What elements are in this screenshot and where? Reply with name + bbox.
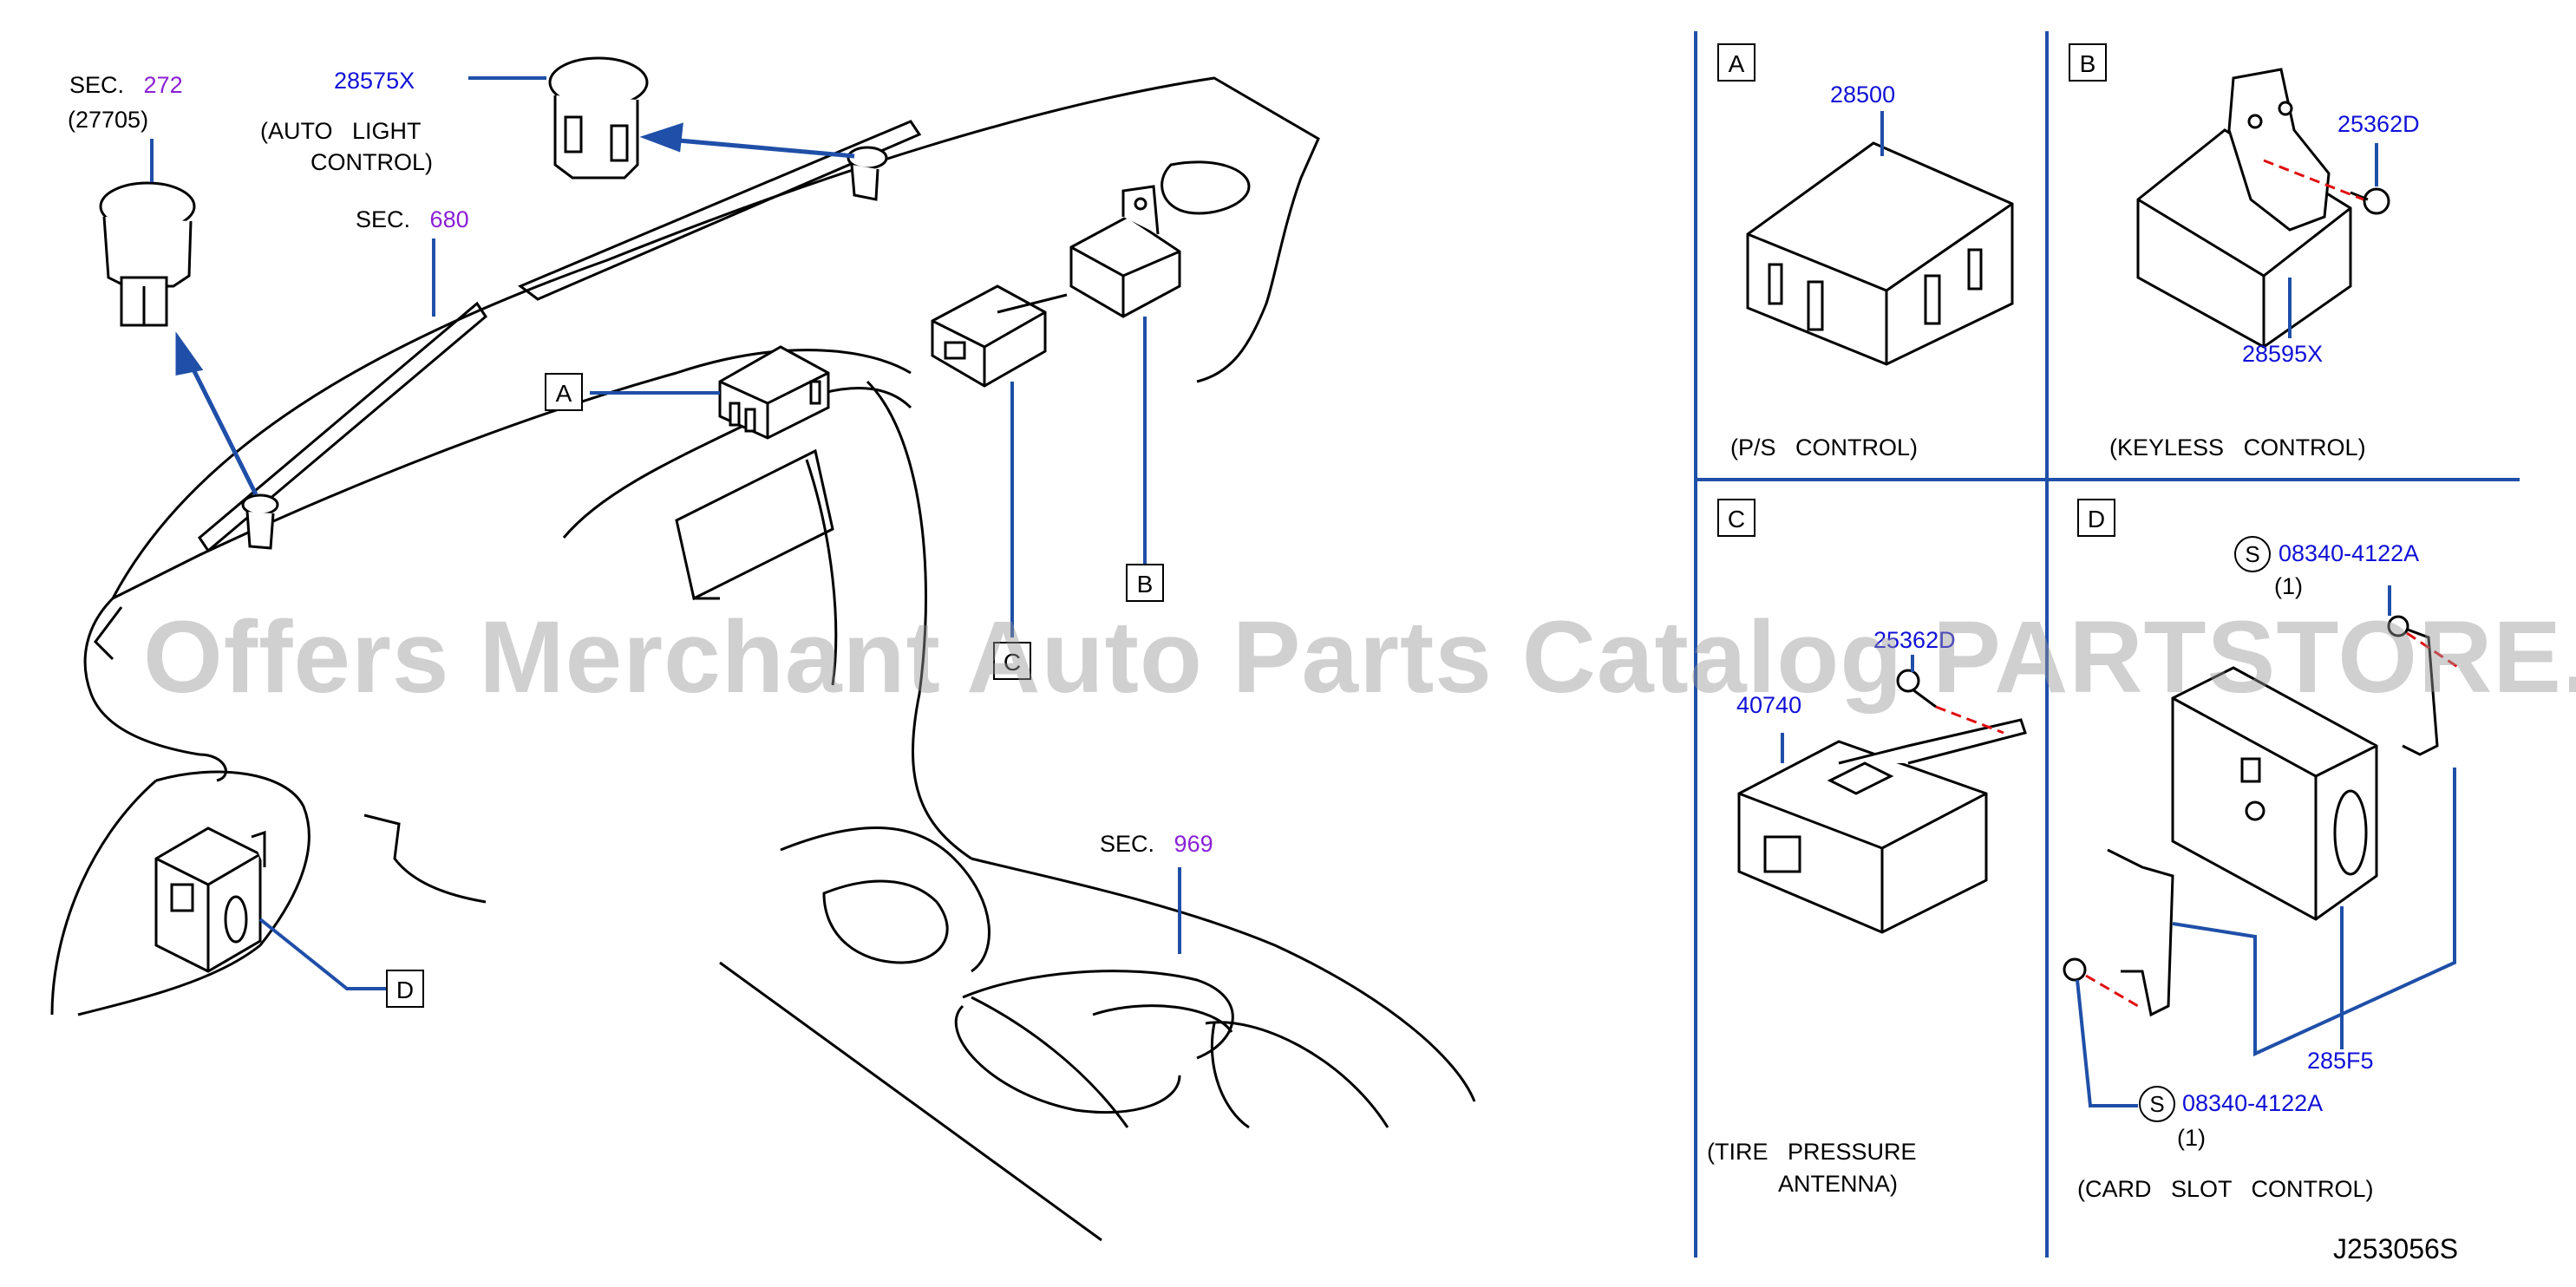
sec-680-number[interactable]: 680	[429, 206, 469, 232]
module-b-main-drawing	[1069, 185, 1181, 318]
panel-c-tag: C	[1717, 499, 1755, 537]
panel-d-tag: D	[2077, 499, 2115, 537]
module-d-main-drawing	[154, 826, 266, 973]
module-a-main-drawing	[718, 345, 830, 440]
panel-c-main-part[interactable]: 40740	[1736, 692, 1802, 718]
panel-d-module-drawing	[2107, 623, 2439, 1017]
panel-d-bolt-top[interactable]: 08340-4122A	[2279, 540, 2420, 566]
sec-prefix: SEC.	[1100, 831, 1155, 857]
panel-b-caption: (KEYLESS CONTROL)	[2109, 434, 2366, 461]
panel-a-caption: (P/S CONTROL)	[1730, 434, 1919, 461]
callout-a[interactable]: A	[545, 373, 583, 411]
diagram-reference-code: J253056S	[2333, 1233, 2459, 1264]
s-mark-bottom: S	[2139, 1086, 2175, 1122]
small-sensor-dash-top	[847, 146, 888, 201]
panel-c-caption-line1: (TIRE PRESSURE	[1707, 1139, 1917, 1165]
panel-b-main-part[interactable]: 28595X	[2242, 341, 2324, 367]
panel-b-screw-part[interactable]: 25362D	[2337, 111, 2420, 137]
panel-a-module-drawing	[1746, 141, 2014, 366]
sec-prefix: SEC.	[356, 206, 411, 232]
panel-c-screw-drawing	[1896, 669, 2004, 735]
panel-b-leaders	[2288, 143, 2378, 338]
panel-c-caption-line2: ANTENNA)	[1778, 1171, 1899, 1197]
panel-b-screw-drawing	[2263, 159, 2390, 215]
part-28575x-label[interactable]: 28575X	[334, 68, 415, 94]
sec-969-number[interactable]: 969	[1174, 831, 1213, 857]
callout-b[interactable]: B	[1126, 564, 1164, 602]
small-sensor-dash-left	[241, 493, 279, 550]
sec-272-label: SEC. 272	[69, 74, 183, 97]
main-leaders	[150, 76, 1181, 990]
panel-a-part-number[interactable]: 28500	[1830, 82, 1896, 108]
panel-d-caption: (CARD SLOT CONTROL)	[2077, 1176, 2374, 1202]
panel-d-main-part[interactable]: 285F5	[2307, 1048, 2374, 1074]
sec-272-number[interactable]: 272	[143, 72, 183, 98]
panel-b-tag: B	[2069, 43, 2107, 82]
s-mark-top: S	[2234, 536, 2271, 572]
panel-d-leaders	[2076, 585, 2456, 1107]
callout-c[interactable]: C	[993, 642, 1031, 680]
panel-a-tag: A	[1717, 43, 1755, 82]
panel-dividers	[1694, 31, 2520, 1258]
panel-c-module-drawing	[1737, 718, 2027, 934]
panel-c-leaders	[1781, 655, 1914, 763]
auto-light-desc-line1: (AUTO LIGHT	[260, 118, 422, 144]
arrows	[175, 122, 855, 496]
panel-d-bolts-drawing	[2063, 615, 2460, 1008]
sec-prefix: SEC.	[69, 72, 125, 98]
module-c-main-drawing	[931, 284, 1068, 388]
panel-d-qty-bottom: (1)	[2177, 1125, 2206, 1151]
panel-c-screw-part[interactable]: 25362D	[1873, 627, 1956, 653]
panel-d-qty-top: (1)	[2274, 573, 2303, 599]
watermark-text: Offers Merchant Auto Parts Catalog PARTS…	[143, 600, 2576, 715]
auto-light-desc-line2: CONTROL)	[311, 149, 433, 175]
sec-969-label: SEC. 969	[1100, 833, 1213, 856]
sec-272-sensor-drawing	[99, 181, 196, 327]
sec-680-label: SEC. 680	[356, 208, 469, 232]
callout-d[interactable]: D	[386, 970, 424, 1008]
panel-b-module-drawing	[2136, 68, 2352, 349]
sec-272-sub-label: (27705)	[68, 107, 149, 133]
auto-light-sensor-drawing	[548, 56, 649, 180]
dashboard-outline	[50, 76, 1476, 1242]
panel-d-bolt-bottom[interactable]: 08340-4122A	[2182, 1090, 2324, 1116]
